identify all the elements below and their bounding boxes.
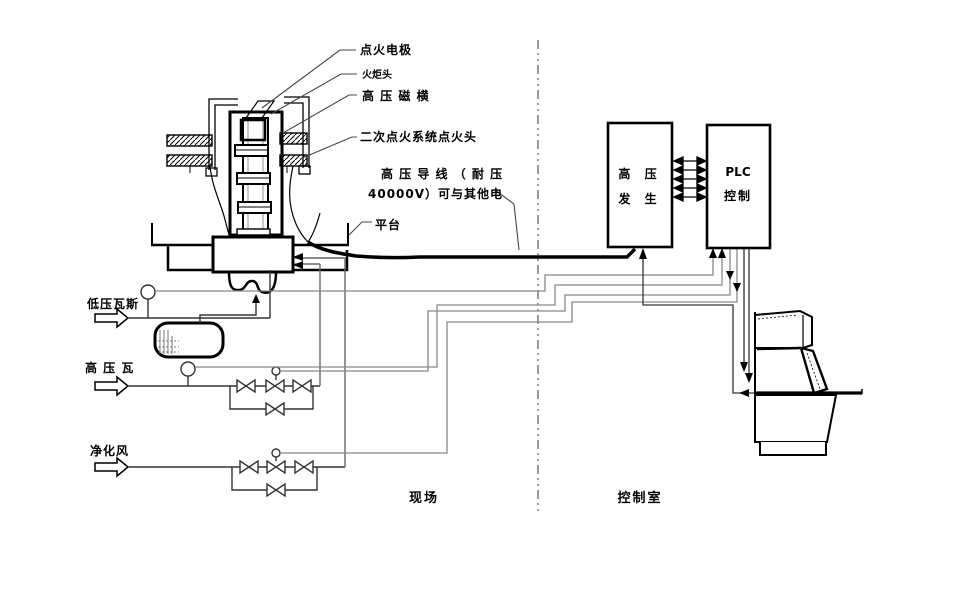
tube-bands — [234, 144, 272, 236]
plc-box — [705, 123, 772, 250]
console-base — [759, 442, 827, 456]
label-hv-wire-line1: 高 压 导 线 （ 耐 压 — [381, 166, 503, 181]
hv-cable — [307, 240, 637, 260]
purge-valve-actuator — [271, 448, 281, 458]
electrode-wires — [209, 165, 321, 243]
signal-hp-gauge-to-plc — [195, 257, 723, 368]
purge-air-mount-arrow — [293, 253, 303, 261]
console-arrowheads — [639, 248, 753, 397]
console-slope-panel — [799, 346, 829, 395]
label-zone-field: 现场 — [409, 491, 439, 506]
label-platform: 平台 — [375, 217, 401, 232]
lp-gas-inlet-arrow — [94, 308, 129, 328]
label-secondary-ignition-head: 二次点火系统点火头 — [360, 129, 477, 144]
plc-signal-arrowheads — [709, 248, 741, 292]
label-hv-wire-line2: 40000V）可与其他电 — [368, 186, 503, 201]
ignition-electrode-tip — [245, 100, 276, 119]
hv-flanges — [166, 132, 308, 173]
igniter-assembly — [151, 96, 637, 294]
hv-generator-label-line2: 发 生 — [617, 191, 661, 206]
electrode-holder — [239, 118, 267, 142]
control-signal-lines — [155, 249, 738, 454]
hv-generator-label-line1: 高 压 — [618, 166, 661, 181]
label-hv-ceramic-sleeve: 高 压 磁 横 — [362, 88, 430, 103]
plc-label-line2: 控制 — [724, 188, 752, 203]
label-ignition-electrode: 点火电极 — [360, 42, 412, 57]
hv-plc-bus-arrows — [672, 155, 708, 203]
signal-plc-to-purge-valve — [280, 249, 738, 454]
igniter-mount-box — [211, 235, 295, 274]
console-wiring — [642, 249, 755, 394]
operator-console — [754, 309, 863, 456]
high-pressure-gas-line — [94, 261, 321, 416]
signal-plc-to-hp-valve — [280, 249, 731, 372]
hp-gas-inlet-arrow — [94, 376, 129, 396]
purge-air-line — [94, 253, 346, 497]
label-low-pressure-gas: 低压瓦斯 — [86, 296, 139, 311]
label-high-pressure-gas: 高 压 瓦 — [85, 360, 134, 375]
hv-generator-box — [606, 121, 674, 249]
hp-valve-actuator — [271, 366, 281, 376]
hp-gas-gauge — [180, 361, 196, 377]
console-body — [754, 394, 838, 443]
burner-outlet — [227, 271, 278, 294]
burner-feed-arrow — [252, 294, 260, 303]
hp-gas-mount-arrow — [293, 261, 303, 269]
low-pressure-gas-line — [94, 270, 271, 359]
signal-lp-gauge-to-plc — [155, 257, 714, 292]
label-zone-control-room: 控制室 — [617, 490, 662, 506]
label-torch-head: 火炬头 — [362, 68, 392, 81]
label-purge-air: 净化风 — [90, 443, 129, 458]
plc-label-line1: PLC — [725, 165, 750, 179]
gas-tank — [153, 321, 225, 359]
lp-gas-gauge — [140, 284, 156, 300]
purge-air-inlet-arrow — [94, 457, 129, 477]
label-leaders — [261, 49, 520, 251]
